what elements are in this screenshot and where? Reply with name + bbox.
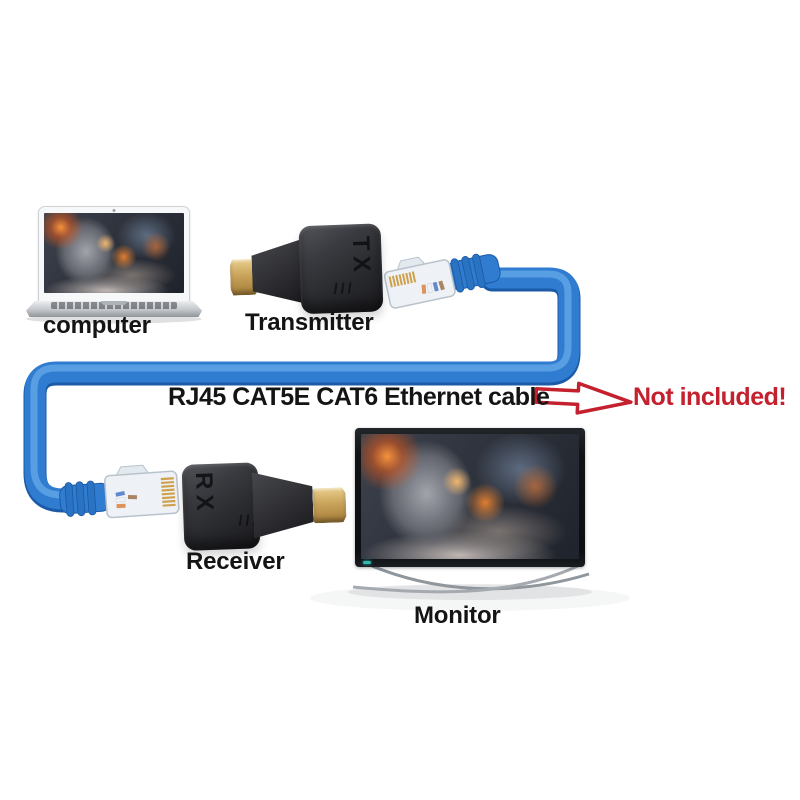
laptop-base	[26, 301, 202, 317]
ethernet-cable	[23, 267, 581, 513]
transmitter-body: TX	[298, 223, 384, 315]
monitor-stand	[310, 564, 630, 611]
monitor-screen	[361, 434, 579, 559]
cable-label: RJ45 CAT5E CAT6 Ethernet cable	[168, 383, 550, 411]
laptop-screen	[44, 213, 184, 293]
webcam-icon	[112, 209, 116, 212]
not-included-arrow	[533, 381, 633, 415]
computer-label: computer	[43, 312, 151, 339]
laptop-lid	[38, 206, 190, 303]
laptop-keyboard	[50, 302, 178, 309]
laptop-notch	[101, 301, 127, 305]
receiver-body: RX	[181, 462, 261, 551]
rx-port-label: RX	[189, 471, 219, 516]
transmitter-ridges	[333, 282, 352, 295]
hdmi-plug-icon	[312, 487, 346, 523]
receiver-adapter: RX	[181, 457, 350, 553]
transmitter-label: Transmitter	[245, 309, 374, 336]
tx-port-label: TX	[346, 235, 376, 278]
not-included-label: Not included!	[633, 383, 787, 411]
rj45-connector-bottom	[59, 464, 180, 519]
monitor	[355, 428, 585, 567]
rj45-connector-top	[383, 253, 501, 309]
transmitter-adapter: TX	[226, 221, 385, 318]
receiver-neck	[252, 470, 314, 538]
receiver-ridges	[238, 514, 257, 526]
receiver-label: Receiver	[186, 548, 285, 575]
power-led-icon	[363, 561, 371, 564]
monitor-label: Monitor	[414, 602, 501, 629]
